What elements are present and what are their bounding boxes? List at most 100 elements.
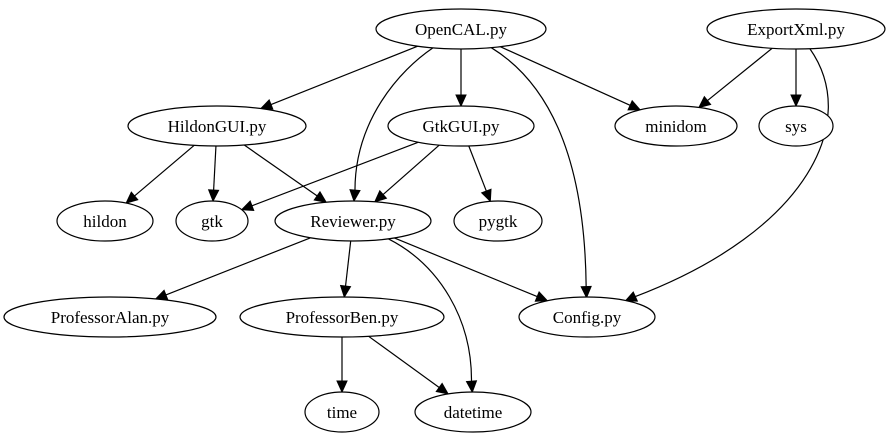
arrowhead bbox=[480, 188, 492, 203]
node-ellipse bbox=[375, 8, 547, 50]
edge-line bbox=[468, 145, 487, 192]
edge-line bbox=[165, 237, 311, 296]
node-ellipse bbox=[453, 200, 543, 242]
node-opencal: OpenCAL.py bbox=[375, 8, 547, 50]
node-ellipse bbox=[304, 391, 380, 433]
edge-professorben-to-time bbox=[336, 337, 348, 394]
arrowhead bbox=[125, 191, 139, 204]
node-ellipse bbox=[518, 296, 656, 338]
node-label: GtkGUI.py bbox=[423, 117, 500, 136]
node-time: time bbox=[304, 391, 380, 433]
edge-line bbox=[382, 144, 440, 195]
arrowhead bbox=[455, 94, 467, 108]
edge-line bbox=[251, 141, 419, 207]
node-datetime: datetime bbox=[414, 391, 532, 433]
edge-line bbox=[270, 45, 418, 106]
node-sys: sys bbox=[758, 105, 834, 147]
edge-line bbox=[491, 47, 587, 287]
arrowhead bbox=[349, 189, 361, 203]
node-hildon: hildon bbox=[56, 200, 154, 242]
node-label: pygtk bbox=[479, 212, 518, 231]
node-label: Config.py bbox=[553, 308, 622, 327]
arrowhead bbox=[435, 382, 450, 395]
edge-hildongui-to-hildon bbox=[125, 144, 195, 204]
node-professorben: ProfessorBen.py bbox=[239, 296, 445, 338]
node-ellipse bbox=[274, 200, 432, 242]
node-label: minidom bbox=[645, 117, 706, 136]
edge-gtkgui-to-pygtk bbox=[468, 145, 492, 203]
node-label: ProfessorBen.py bbox=[286, 308, 399, 327]
arrowhead bbox=[697, 95, 712, 109]
edge-opencal-to-minidom bbox=[500, 46, 642, 111]
node-hildongui: HildonGUI.py bbox=[127, 105, 307, 147]
node-label: ExportXml.py bbox=[747, 20, 845, 39]
node-ellipse bbox=[758, 105, 834, 147]
node-label: Reviewer.py bbox=[310, 212, 396, 231]
edge-line bbox=[707, 47, 773, 102]
node-label: sys bbox=[785, 117, 807, 136]
node-ellipse bbox=[3, 296, 217, 338]
arrowhead bbox=[207, 189, 220, 203]
edge-hildongui-to-reviewer bbox=[243, 144, 328, 203]
arrowhead bbox=[313, 190, 328, 203]
arrowhead bbox=[373, 189, 388, 203]
edge-reviewer-to-professoralan bbox=[154, 237, 311, 301]
arrowhead bbox=[154, 289, 169, 301]
edge-exportxml-to-config bbox=[624, 48, 829, 302]
node-minidom: minidom bbox=[614, 105, 738, 147]
edge-hildongui-to-gtk bbox=[207, 145, 220, 203]
node-ellipse bbox=[706, 8, 886, 50]
node-exportxml: ExportXml.py bbox=[706, 8, 886, 50]
node-professoralan: ProfessorAlan.py bbox=[3, 296, 217, 338]
node-label: ProfessorAlan.py bbox=[51, 308, 170, 327]
node-pygtk: pygtk bbox=[453, 200, 543, 242]
arrowhead bbox=[534, 291, 549, 302]
node-ellipse bbox=[239, 296, 445, 338]
edge-line bbox=[368, 335, 440, 388]
node-ellipse bbox=[414, 391, 532, 433]
edge-gtkgui-to-reviewer bbox=[373, 144, 440, 203]
edge-reviewer-to-config bbox=[394, 237, 549, 302]
edge-line bbox=[387, 238, 473, 382]
edge-line bbox=[635, 48, 829, 298]
arrowhead bbox=[580, 285, 592, 299]
node-ellipse bbox=[175, 200, 249, 242]
edge-opencal-to-hildongui bbox=[259, 45, 418, 110]
node-label: OpenCAL.py bbox=[415, 20, 508, 39]
arrowhead bbox=[259, 98, 274, 110]
node-ellipse bbox=[614, 105, 738, 147]
node-ellipse bbox=[127, 105, 307, 147]
arrowhead bbox=[339, 284, 352, 299]
edge-reviewer-to-datetime bbox=[387, 238, 478, 394]
node-label: gtk bbox=[201, 212, 223, 231]
edge-professorben-to-datetime bbox=[368, 335, 450, 395]
edge-line bbox=[394, 237, 538, 298]
edge-reviewer-to-professorben bbox=[339, 240, 352, 299]
edge-opencal-to-gtkgui bbox=[455, 49, 467, 108]
node-label: hildon bbox=[83, 212, 127, 231]
arrowhead bbox=[336, 380, 348, 394]
edge-line bbox=[344, 240, 352, 287]
edge-line bbox=[500, 46, 631, 106]
edge-opencal-to-config bbox=[491, 47, 592, 299]
arrowhead bbox=[465, 380, 478, 394]
node-label: HildonGUI.py bbox=[168, 117, 267, 136]
edges bbox=[125, 45, 829, 395]
arrowhead bbox=[624, 291, 639, 302]
node-ellipse bbox=[56, 200, 154, 242]
edge-exportxml-to-sys bbox=[790, 49, 802, 108]
node-ellipse bbox=[387, 105, 535, 147]
arrowhead bbox=[790, 94, 802, 108]
node-label: time bbox=[327, 403, 357, 422]
node-reviewer: Reviewer.py bbox=[274, 200, 432, 242]
edge-line bbox=[243, 144, 318, 197]
arrowhead bbox=[627, 99, 642, 111]
node-gtkgui: GtkGUI.py bbox=[387, 105, 535, 147]
edge-line bbox=[213, 145, 217, 191]
node-gtk: gtk bbox=[175, 200, 249, 242]
node-label: datetime bbox=[444, 403, 503, 422]
edge-exportxml-to-minidom bbox=[697, 47, 773, 109]
edge-line bbox=[134, 144, 195, 197]
